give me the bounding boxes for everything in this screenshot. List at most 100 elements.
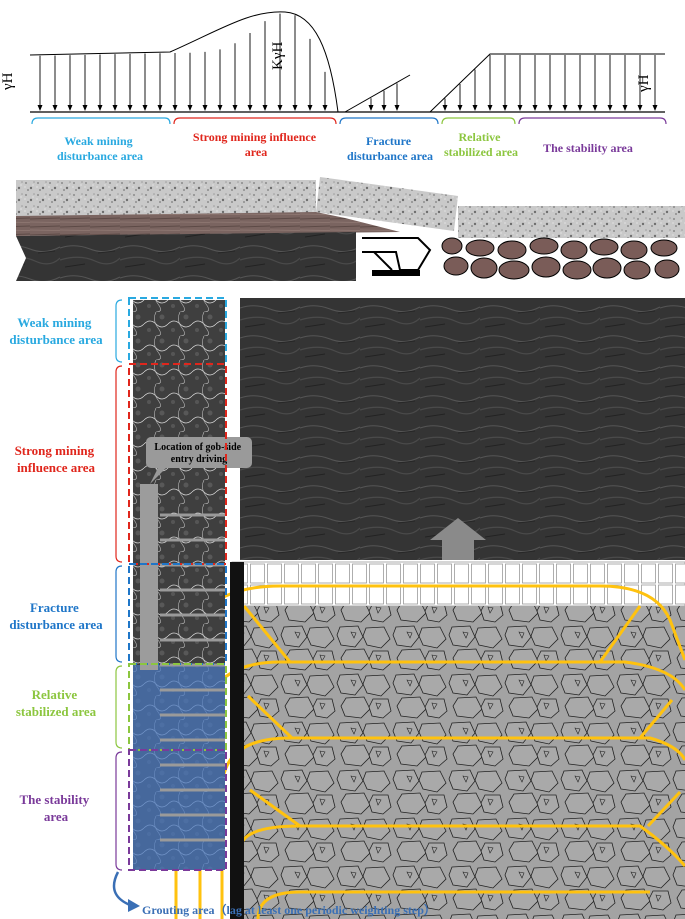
plan-zone-frames [128,297,227,871]
support-cell [284,584,299,605]
immediate-roof [16,212,400,236]
load-arrowhead [157,105,163,111]
support-cell [250,563,265,584]
fracture-pressure-line [344,74,411,113]
support-cell [675,584,685,605]
load-arrows [37,13,658,111]
support-cell [301,584,316,605]
bracket-fracture [339,117,439,125]
bracket-strong [173,117,337,125]
gob-rubble [441,237,680,280]
load-arrowhead [472,105,478,111]
support-cell [352,584,367,605]
load-profile: γH KγH γH [0,11,665,113]
load-arrowhead [217,105,223,111]
load-arrowhead [394,105,400,111]
load-arrowhead [577,105,583,111]
svg-text:Location of gob-side e: Location of gob-side entry driving [154,442,243,465]
load-arrowhead [622,105,628,111]
plan-zone-labels: Weak mining disturbance area Strong mini… [9,315,103,824]
load-arrowhead [112,105,118,111]
bracket-stability [518,117,667,125]
bracket-relative [441,117,516,125]
support-cell [420,563,435,584]
bracket-weak [31,117,171,125]
load-label-peak: KγH [270,42,286,70]
support-cell [607,563,622,584]
load-arrowhead [247,105,253,111]
top-label-fracture: Fracture disturbance area [347,134,433,163]
load-arrowhead [517,105,523,111]
support-cell [471,584,486,605]
support-cell [437,584,452,605]
load-arrowhead [277,105,283,111]
support-cell [573,563,588,584]
plan-label-stability: The stability area [20,792,93,824]
load-arrowhead [652,105,658,111]
load-arrowhead [381,105,387,111]
support-cell [539,563,554,584]
top-label-weak: Weak mining disturbance area [57,134,143,163]
support-cell [403,584,418,605]
support-cell [386,563,401,584]
load-label-right: γH [636,74,652,93]
load-arrowhead [187,105,193,111]
load-arrowhead [52,105,58,111]
load-arrowhead [442,105,448,111]
support-cell [675,563,685,584]
load-arrowhead [232,105,238,111]
plan-label-strong: Strong mining influence area [15,443,98,475]
plan-view: Location of gob-side entry driving Weak … [9,297,685,919]
support-cell [590,563,605,584]
support-cell [505,584,520,605]
support-cell [658,584,673,605]
load-arrowhead [637,105,643,111]
support-cell [386,584,401,605]
support-cell [488,563,503,584]
support-cell [437,563,452,584]
support-cell [590,584,605,605]
top-label-strong: Strong mining influence area [193,130,319,159]
load-arrowhead [202,105,208,111]
load-arrowhead [97,105,103,111]
support-cell [488,584,503,605]
support-cell [505,563,520,584]
support-cell [573,584,588,605]
support-cell [318,584,333,605]
support-cell [624,563,639,584]
load-arrowhead [532,105,538,111]
support-cell [539,584,554,605]
support-cell [335,584,350,605]
load-arrowhead [322,105,328,111]
grouting-label: Grouting area（lag at least one periodic … [142,902,436,917]
load-arrowhead [547,105,553,111]
load-arrowhead [502,105,508,111]
support-cell [607,584,622,605]
main-roof-broken-block [316,177,458,231]
support-cell [335,563,350,584]
load-arrowhead [292,105,298,111]
support-cell [522,563,537,584]
support-cell [352,563,367,584]
coal-body [240,298,685,560]
load-arrowhead [562,105,568,111]
load-arrowhead [457,105,463,111]
support-frame [362,237,432,276]
plan-label-relative: Relative stabilized area [16,687,97,719]
load-arrowhead [82,105,88,111]
support-cell [250,584,265,605]
support-cell [522,584,537,605]
support-cell [403,563,418,584]
gob-side-entry [140,484,158,670]
support-cell [454,563,469,584]
load-arrowhead [172,105,178,111]
strata-section [16,177,685,281]
top-zone-labels: Weak mining disturbance area Strong mini… [57,130,633,163]
recovery-pressure-line [429,53,665,113]
support-cell [471,563,486,584]
hydraulic-support-row [231,561,685,607]
support-cell [267,563,282,584]
main-roof-right [458,206,685,238]
load-label-left: γH [0,72,16,91]
abutment-pressure-curve [29,11,339,113]
